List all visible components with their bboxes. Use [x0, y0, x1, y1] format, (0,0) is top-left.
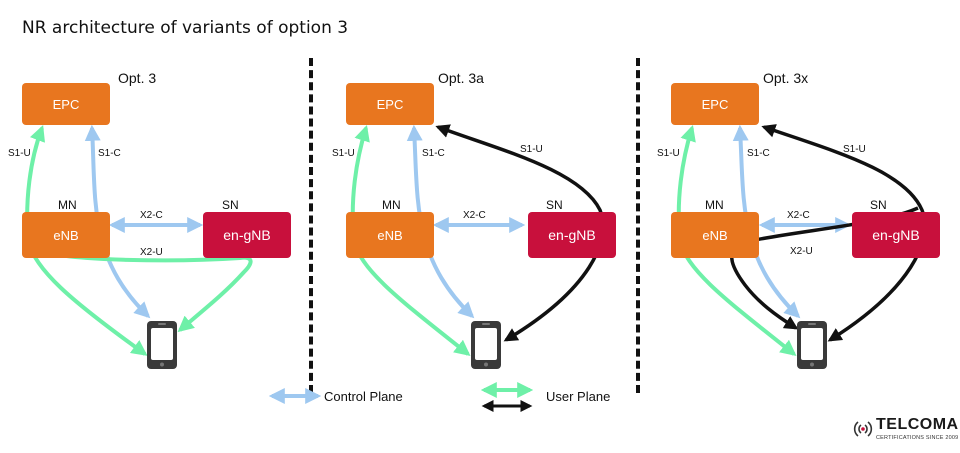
panel-3-x2u-label: X2-U	[790, 246, 813, 257]
legend-user-plane-label: User Plane	[546, 389, 611, 404]
logo-tagline: CERTIFICATIONS SINCE 2009	[876, 435, 959, 441]
panel-3-phone-icon	[797, 321, 827, 369]
panel-3-gnb-node: en-gNB	[852, 212, 940, 258]
panel-3-sn-label: SN	[870, 198, 887, 212]
panel-1-sn-label: SN	[222, 198, 239, 212]
legend-arrows	[268, 382, 534, 412]
panel-2-phone-icon	[471, 321, 501, 369]
p3-s1u-sn-arrow	[761, 124, 927, 342]
logo-name: TELCOMA	[876, 416, 959, 433]
panel-3-mn-label: MN	[705, 198, 724, 212]
panel-3-s1u-label: S1-U	[657, 148, 680, 159]
panel-2-mn-label: MN	[382, 198, 401, 212]
panel-1-s1u-label: S1-U	[8, 148, 31, 159]
panel-2-enb-node: eNB	[346, 212, 434, 258]
panel-3-x2c-label: X2-C	[787, 210, 810, 221]
panel-divider-1	[309, 58, 313, 393]
panel-1-s1c-label: S1-C	[98, 148, 121, 159]
panel-2-s1u-label: S1-U	[332, 148, 355, 159]
panel-3-s1u-sn-label: S1-U	[843, 144, 866, 155]
panel-1-mn-label: MN	[58, 198, 77, 212]
panel-2-epc-node: EPC	[346, 83, 434, 125]
signal-icon	[853, 421, 873, 437]
panel-1-phone-icon	[147, 321, 177, 369]
panel-1-enb-node: eNB	[22, 212, 110, 258]
panel-1-x2c-label: X2-C	[140, 210, 163, 221]
panel-2-sn-label: SN	[546, 198, 563, 212]
panel-1-x2u-label: X2-U	[140, 247, 163, 258]
panel-1-option-label: Opt. 3	[118, 70, 157, 86]
panel-1-gnb-node: en-gNB	[203, 212, 291, 258]
panel-3-epc-node: EPC	[671, 83, 759, 125]
panel-2-s1c-label: S1-C	[422, 148, 445, 159]
panel-3-option-label: Opt. 3x	[763, 70, 809, 86]
panel-1-epc-node: EPC	[22, 83, 110, 125]
panel-2-option-label: Opt. 3a	[438, 70, 484, 86]
panel-2-x2c-label: X2-C	[463, 210, 486, 221]
panel-2-s1u-sn-label: S1-U	[520, 144, 543, 155]
panel-divider-2	[636, 58, 640, 393]
page-title: NR architecture of variants of option 3	[22, 18, 349, 38]
p2-s1u-sn-arrow	[435, 124, 605, 342]
panel-3-s1c-label: S1-C	[747, 148, 770, 159]
telcoma-logo: TELCOMA CERTIFICATIONS SINCE 2009	[852, 416, 958, 446]
panel-3-enb-node: eNB	[671, 212, 759, 258]
legend-control-plane-label: Control Plane	[324, 389, 403, 404]
panel-2-gnb-node: en-gNB	[528, 212, 616, 258]
